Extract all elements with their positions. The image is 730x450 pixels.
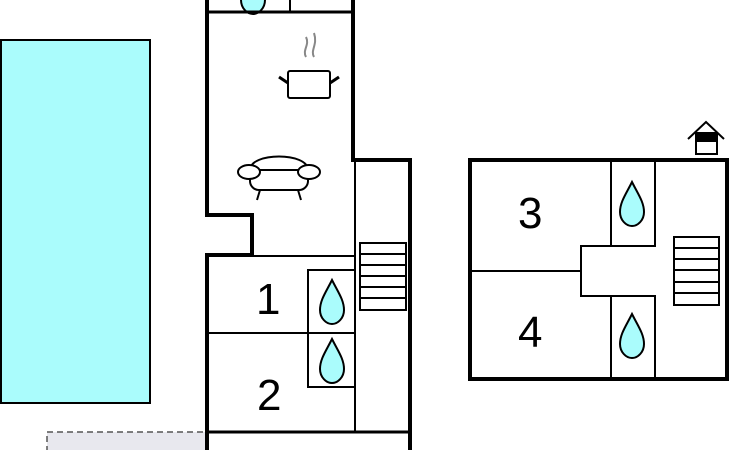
stairs-icon	[359, 242, 407, 311]
bathroom-1	[307, 269, 356, 388]
water-drop-icon	[619, 181, 645, 227]
sofa-icon	[237, 155, 321, 201]
room-label: 4	[518, 308, 542, 357]
bathroom-top	[240, 0, 291, 15]
water-drop-icon	[319, 279, 345, 325]
house-entrance-icon	[687, 120, 725, 155]
second-building: 3 4	[468, 120, 729, 381]
kitchen-pot-icon	[278, 32, 340, 99]
pool	[0, 39, 151, 404]
stairs-icon	[673, 236, 720, 306]
room-label: 3	[518, 189, 542, 238]
water-drop-icon	[319, 338, 345, 384]
terrace	[46, 431, 208, 450]
room-label: 1	[256, 275, 280, 324]
water-drop-icon	[619, 313, 645, 359]
room-label: 2	[257, 371, 281, 420]
main-building: 1 2	[205, 0, 412, 450]
